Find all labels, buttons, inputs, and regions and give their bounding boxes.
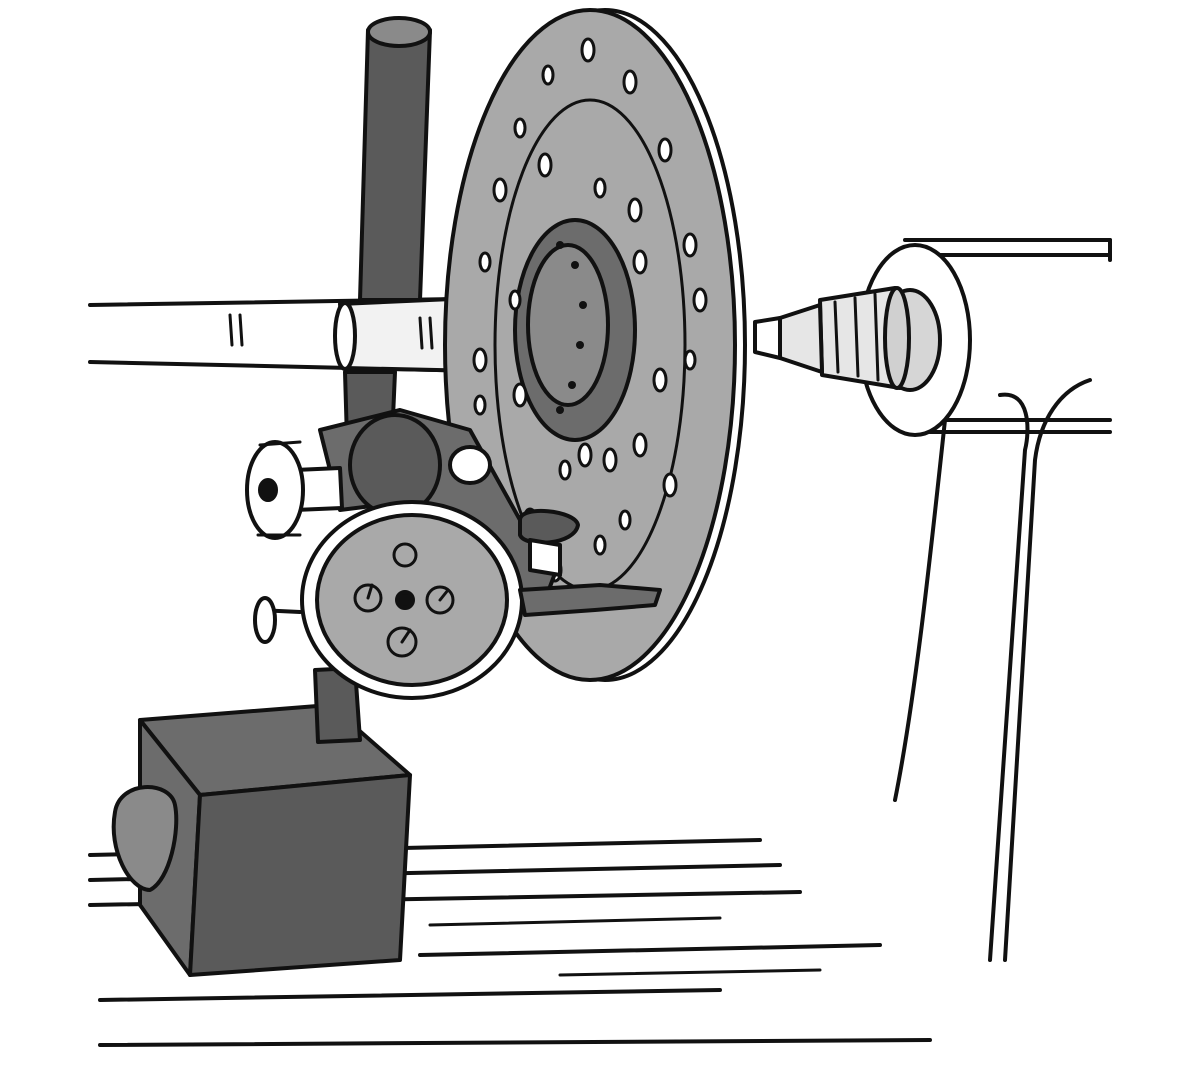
disc-hole (657, 137, 673, 163)
brake-disc (443, 8, 747, 682)
disc-holes (472, 37, 708, 583)
disc-hole (622, 69, 638, 95)
disc-hole (652, 367, 668, 393)
dial-indicator (253, 500, 524, 700)
disc-hole (478, 251, 492, 273)
stand-post (343, 16, 432, 442)
disc-hole (683, 349, 697, 371)
hub-bolt-hole (568, 381, 576, 389)
clamp-knob (245, 440, 344, 540)
disc-hole (602, 447, 618, 473)
machine-body (893, 238, 1112, 962)
disc-hole (512, 382, 528, 408)
disc-hole (682, 232, 698, 258)
disc-hole (513, 117, 527, 139)
disc-hole (632, 249, 648, 275)
disc-hole (473, 394, 487, 416)
disc-hole (627, 197, 643, 223)
hub-bolt-hole (556, 241, 564, 249)
disc-hole (558, 459, 572, 481)
disc-hole (580, 37, 596, 63)
hub-bolt-hole (556, 406, 564, 414)
disc-hole (492, 177, 508, 203)
disc-hole (593, 177, 607, 199)
disc-hole (692, 287, 708, 313)
indicator-plunger (518, 508, 662, 617)
hub-bolt-holes (556, 241, 587, 414)
disc-hole (577, 442, 593, 468)
disc-hole (537, 152, 553, 178)
magnetic-base (111, 666, 412, 977)
spindle-nut (753, 286, 911, 390)
hub-bolt-hole (579, 301, 587, 309)
disc-hole (662, 472, 678, 498)
hub-bolt-hole (571, 261, 579, 269)
disc-hole (593, 534, 607, 556)
disc-hole (618, 509, 632, 531)
hub-bolt-hole (576, 341, 584, 349)
disc-hole (472, 347, 488, 373)
disc-hole (541, 64, 555, 86)
disc-hole (508, 289, 522, 311)
disc-hole (632, 432, 648, 458)
